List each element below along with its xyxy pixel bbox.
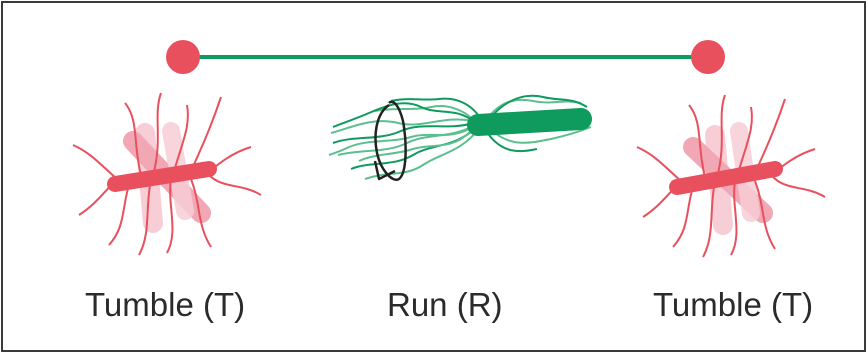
bacterium-body — [669, 161, 783, 195]
bacterium-run — [328, 94, 592, 181]
tumble-end-dot — [691, 40, 725, 74]
tumble-start-dot — [166, 40, 200, 74]
rotation-arrow-icon — [373, 100, 407, 181]
timeline — [166, 40, 725, 74]
diagram-canvas — [72, 40, 826, 258]
bacterium-tumble-right — [636, 94, 826, 258]
run-label: Run (R) — [387, 286, 503, 323]
flagella-bundle — [328, 94, 592, 180]
bacterium-body — [107, 161, 217, 192]
tumble-right-label: Tumble (T) — [653, 286, 814, 323]
bacterium-body — [467, 108, 592, 136]
bacterium-tumble-left — [72, 92, 262, 256]
tumble-left-label: Tumble (T) — [85, 286, 246, 323]
